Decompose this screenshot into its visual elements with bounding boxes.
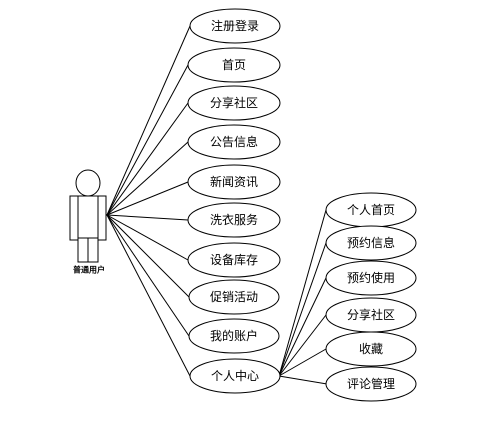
use-case-news-info-label: 新闻资讯	[210, 174, 258, 189]
sub-use-case-reservation-use: 预约使用	[325, 260, 417, 296]
use-case-home: 首页	[187, 47, 281, 83]
sub-use-case-share-community-label: 分享社区	[347, 307, 395, 322]
assoc-line-news-info	[106, 181, 189, 216]
sub-use-case-reservation-info-ellipse	[325, 225, 417, 261]
use-case-laundry-service-ellipse	[187, 202, 281, 238]
sub-use-case-comment-management-ellipse	[325, 366, 417, 402]
actor-right-arm	[97, 195, 107, 241]
use-case-promotion-label: 促销活动	[210, 290, 258, 304]
use-case-news-info-ellipse	[187, 164, 281, 200]
assoc-line-share-community	[106, 102, 189, 216]
sub-use-case-personal-home-label: 个人首页	[347, 203, 395, 217]
use-case-share-community: 分享社区	[187, 85, 281, 121]
sub-assoc-line-sub-share-community	[278, 314, 327, 377]
actor-head	[75, 169, 101, 197]
use-case-announcement-info-label: 公告信息	[210, 134, 258, 149]
sub-use-case-favorites: 收藏	[325, 331, 417, 367]
sub-assoc-line-favorites	[278, 348, 327, 377]
actor-left-arm	[69, 195, 79, 241]
sub-use-case-comment-management-label: 评论管理	[347, 376, 395, 391]
use-case-register-login-ellipse	[189, 8, 281, 44]
use-case-equipment-inventory: 设备库存	[187, 242, 281, 278]
use-case-share-community-label: 分享社区	[210, 95, 258, 110]
use-case-announcement-info: 公告信息	[187, 124, 281, 160]
actor-right-leg	[87, 237, 99, 263]
use-case-equipment-inventory-ellipse	[187, 242, 281, 278]
sub-use-case-favorites-label: 收藏	[359, 342, 383, 356]
sub-use-case-reservation-use-label: 预约使用	[347, 270, 395, 285]
actor-body	[77, 195, 99, 239]
sub-use-case-reservation-use-ellipse	[325, 260, 417, 296]
sub-use-case-personal-home: 个人首页	[325, 192, 417, 228]
sub-assoc-line-personal-home	[278, 209, 327, 377]
use-case-promotion: 促销活动	[188, 279, 280, 315]
use-case-my-account: 我的账户	[188, 318, 280, 354]
use-case-personal-center-label: 个人中心	[211, 368, 259, 383]
use-case-my-account-ellipse	[188, 318, 280, 354]
use-case-register-login-label: 注册登录	[211, 18, 259, 33]
sub-use-case-share-community: 分享社区	[325, 297, 417, 333]
sub-use-case-reservation-info: 预约信息	[325, 225, 417, 261]
assoc-line-laundry-service	[106, 214, 189, 221]
use-case-news-info: 新闻资讯	[187, 164, 281, 200]
sub-use-case-reservation-info-label: 预约信息	[347, 235, 395, 250]
actor-left-leg	[77, 237, 89, 263]
use-case-register-login: 注册登录	[189, 8, 281, 44]
sub-associations	[278, 209, 328, 385]
use-case-personal-center-ellipse	[189, 358, 281, 394]
use-case-equipment-inventory-label: 设备库存	[210, 252, 258, 267]
sub-assoc-line-reservation-info	[278, 242, 327, 377]
use-case-my-account-label: 我的账户	[210, 328, 258, 343]
assoc-line-equipment-inventory	[106, 214, 189, 261]
assoc-line-announcement-info	[106, 141, 189, 216]
use-case-share-community-ellipse	[187, 85, 281, 121]
use-case-announcement-info-ellipse	[187, 124, 281, 160]
use-case-promotion-ellipse	[188, 279, 280, 315]
use-case-laundry-service-label: 洗衣服务	[210, 212, 258, 227]
use-case-home-label: 首页	[222, 58, 246, 72]
sub-assoc-line-comment-management	[278, 375, 328, 385]
sub-use-case-favorites-ellipse	[325, 331, 417, 367]
use-case-laundry-service: 洗衣服务	[187, 202, 281, 238]
assoc-line-register-login	[106, 25, 191, 216]
assoc-line-my-account	[106, 214, 190, 337]
sub-assoc-line-reservation-use	[278, 277, 327, 377]
sub-use-case-comment-management: 评论管理	[325, 366, 417, 402]
assoc-line-home	[106, 64, 189, 216]
actor: 普通用户	[69, 169, 107, 275]
assoc-line-promotion	[106, 214, 190, 298]
assoc-line-personal-center	[106, 214, 191, 377]
actor-associations	[106, 25, 191, 377]
use-case-home-ellipse	[187, 47, 281, 83]
actor-name: 普通用户	[73, 265, 105, 275]
use-case-personal-center: 个人中心	[189, 358, 281, 394]
